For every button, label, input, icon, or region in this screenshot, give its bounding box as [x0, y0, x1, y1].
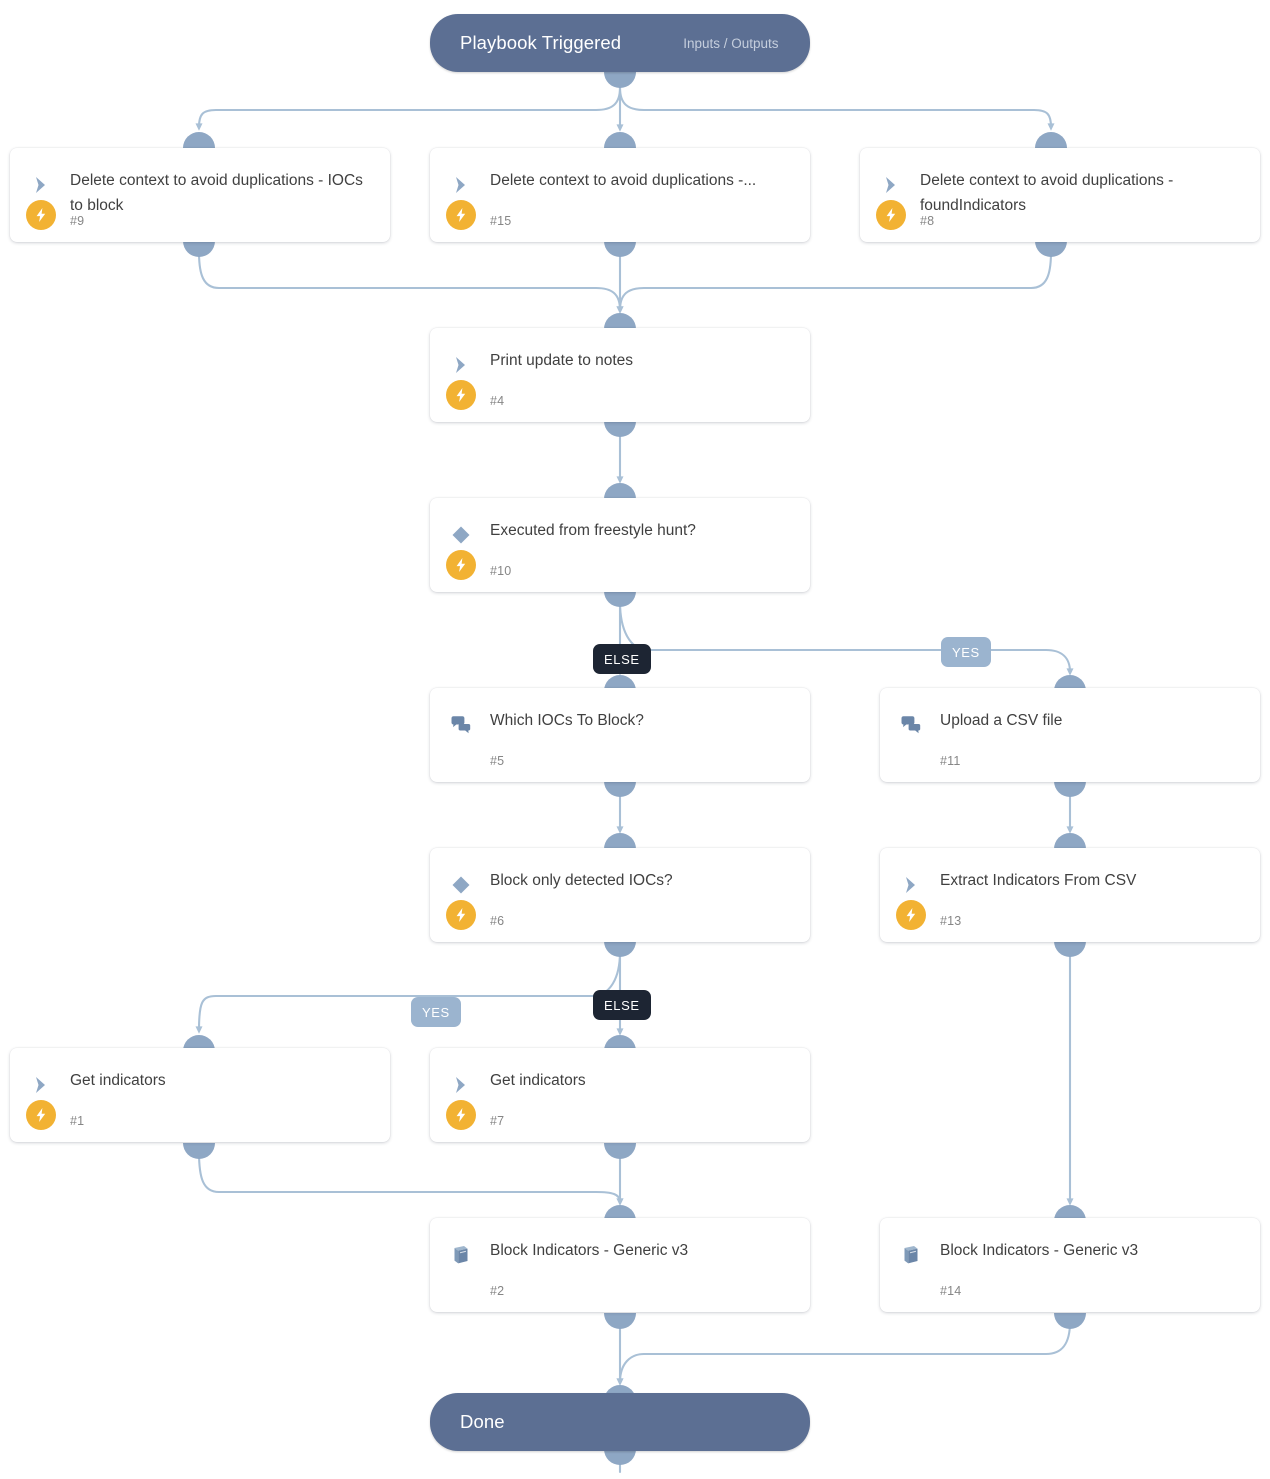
node-done[interactable]: Done	[430, 1393, 810, 1451]
node-block-indicators-14[interactable]: Block Indicators - Generic v3 #14	[880, 1218, 1260, 1312]
port-start-bottom	[604, 72, 636, 88]
node-get-indicators-1[interactable]: Get indicators #1	[10, 1048, 390, 1142]
branch-label-yes-10: YES	[941, 637, 991, 667]
chevron-icon	[898, 872, 924, 898]
port-n2-bottom	[604, 1313, 636, 1329]
node-id: #6	[490, 914, 505, 928]
port-n15-top	[604, 132, 636, 148]
inputs-outputs-label: Inputs / Outputs	[683, 35, 779, 51]
lightning-bolt-icon	[876, 200, 906, 230]
port-n14-bottom	[1054, 1313, 1086, 1329]
node-id: #1	[70, 1114, 85, 1128]
node-print-update-to-notes[interactable]: Print update to notes #4	[430, 328, 810, 422]
node-id: #4	[490, 394, 505, 408]
branch-text: YES	[422, 1004, 450, 1020]
chevron-icon	[448, 352, 474, 378]
port-n9-bottom	[183, 241, 215, 257]
chat-icon	[448, 712, 474, 738]
node-title: Get indicators	[70, 1072, 166, 1089]
port-n9-top	[183, 132, 215, 148]
diamond-icon	[448, 522, 474, 548]
branch-label-else-10: ELSE	[593, 644, 651, 674]
chevron-icon	[878, 172, 904, 198]
node-title: Extract Indicators From CSV	[940, 872, 1137, 889]
node-title: Block only detected IOCs?	[490, 872, 673, 889]
lightning-bolt-icon	[446, 1100, 476, 1130]
port-n13-bottom	[1054, 941, 1086, 957]
port-n13-top	[1054, 833, 1086, 849]
node-id: #10	[490, 564, 512, 578]
playbook-triggered-title: Playbook Triggered	[460, 32, 622, 53]
node-block-indicators-2[interactable]: Block Indicators - Generic v3 #2	[430, 1218, 810, 1312]
lightning-bolt-icon	[446, 900, 476, 930]
port-n4-top	[604, 313, 636, 329]
node-title: Which IOCs To Block?	[490, 712, 644, 729]
port-n1-bottom	[183, 1143, 215, 1159]
node-title: Block Indicators - Generic v3	[490, 1242, 689, 1259]
node-id: #14	[940, 1284, 962, 1298]
node-title: Delete context to avoid duplications -..…	[490, 172, 757, 189]
node-which-iocs-to-block[interactable]: Which IOCs To Block? #5	[430, 688, 810, 782]
port-n10-top	[604, 483, 636, 499]
chevron-icon	[28, 1072, 54, 1098]
node-title: Upload a CSV file	[940, 712, 1063, 729]
port-n6-bottom	[604, 941, 636, 957]
done-title: Done	[460, 1411, 505, 1432]
node-extract-indicators-from-csv[interactable]: Extract Indicators From CSV #13	[880, 848, 1260, 942]
node-id: #7	[490, 1114, 505, 1128]
book-icon	[898, 1242, 924, 1268]
lightning-bolt-icon	[896, 900, 926, 930]
lightning-bolt-icon	[26, 1100, 56, 1130]
node-id: #5	[490, 754, 505, 768]
port-n15-bottom	[604, 241, 636, 257]
lightning-bolt-icon	[446, 380, 476, 410]
port-n5-bottom	[604, 781, 636, 797]
port-n6-top	[604, 833, 636, 849]
chat-icon	[898, 712, 924, 738]
port-n10-bottom	[604, 591, 636, 607]
port-n4-bottom	[604, 421, 636, 437]
branch-text: ELSE	[604, 997, 640, 1013]
lightning-bolt-icon	[446, 200, 476, 230]
node-executed-from-freestyle-hunt[interactable]: Executed from freestyle hunt? #10	[430, 498, 810, 592]
node-title: Delete context to avoid duplications - f…	[920, 172, 1174, 214]
chevron-icon	[448, 1072, 474, 1098]
branch-label-else-6: ELSE	[593, 990, 651, 1020]
port-done-bottom	[604, 1449, 636, 1465]
port-n11-bottom	[1054, 781, 1086, 797]
node-block-only-detected-iocs[interactable]: Block only detected IOCs? #6	[430, 848, 810, 942]
branch-label-yes-6: YES	[411, 997, 461, 1027]
chevron-icon	[448, 172, 474, 198]
node-delete-context-truncated[interactable]: Delete context to avoid duplications -..…	[430, 148, 810, 242]
port-n8-bottom	[1035, 241, 1067, 257]
branch-text: YES	[952, 644, 980, 660]
node-get-indicators-7[interactable]: Get indicators #7	[430, 1048, 810, 1142]
node-title: Executed from freestyle hunt?	[490, 522, 696, 539]
branch-text: ELSE	[604, 651, 640, 667]
node-title: Get indicators	[490, 1072, 586, 1089]
node-id: #2	[490, 1284, 505, 1298]
node-upload-a-csv-file[interactable]: Upload a CSV file #11	[880, 688, 1260, 782]
node-id: #13	[940, 914, 962, 928]
chevron-icon	[28, 172, 54, 198]
node-playbook-triggered[interactable]: Playbook Triggered Inputs / Outputs	[430, 14, 810, 72]
lightning-bolt-icon	[446, 550, 476, 580]
node-title: Delete context to avoid duplications - I…	[70, 172, 363, 214]
diamond-icon	[448, 872, 474, 898]
node-id: #15	[490, 214, 512, 228]
node-title: Print update to notes	[490, 352, 634, 369]
port-n8-top	[1035, 132, 1067, 148]
node-id: #8	[920, 214, 935, 228]
node-title: Block Indicators - Generic v3	[940, 1242, 1139, 1259]
node-delete-context-iocs-to-block[interactable]: Delete context to avoid duplications - I…	[10, 148, 390, 242]
book-icon	[448, 1242, 474, 1268]
node-id: #9	[70, 214, 85, 228]
port-n7-bottom	[604, 1143, 636, 1159]
lightning-bolt-icon	[26, 200, 56, 230]
node-id: #11	[940, 754, 961, 768]
node-delete-context-foundindicators[interactable]: Delete context to avoid duplications - f…	[860, 148, 1260, 242]
